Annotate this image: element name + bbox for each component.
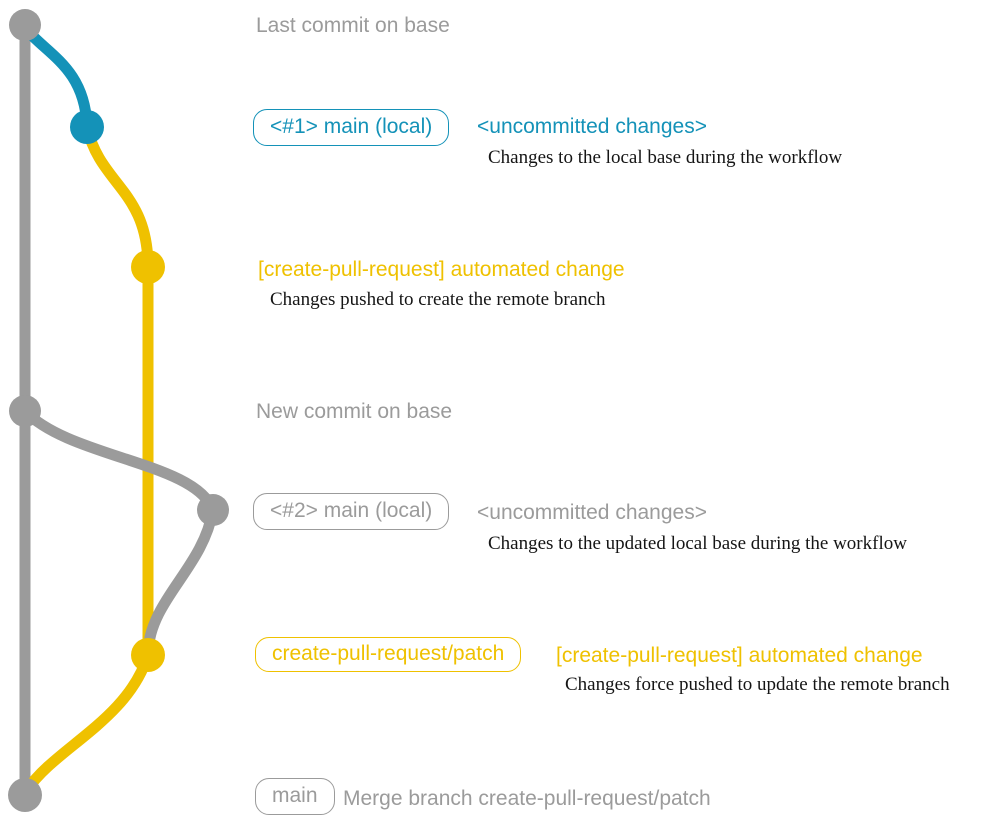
branch-curve-patch2-to-merge <box>21 649 154 796</box>
commit-dot-patch-1 <box>131 250 165 284</box>
badge-main-local-2: <#2> main (local) <box>253 493 450 530</box>
uncommitted-changes-2-label: <uncommitted changes> <box>477 501 707 524</box>
uncommitted-changes-1-label: <uncommitted changes> <box>477 115 707 138</box>
new-commit-label: New commit on base <box>256 400 453 423</box>
automated-change-2-label: [create-pull-request] automated change <box>556 644 923 667</box>
commit-dot-new-base <box>9 395 41 427</box>
badge-patch-branch: create-pull-request/patch <box>255 637 522 672</box>
uncommitted-changes-1-note: Changes to the local base during the wor… <box>488 147 843 168</box>
automated-change-1-note: Changes pushed to create the remote bran… <box>270 289 606 310</box>
commit-dot-last-base <box>9 9 41 41</box>
commit-dot-main-local-1 <box>70 110 104 144</box>
merge-commit-label: Merge branch create-pull-request/patch <box>343 787 711 810</box>
last-commit-label: Last commit on base <box>256 14 450 37</box>
branch-curve-base-to-main1 <box>19 22 93 131</box>
automated-change-1-label: [create-pull-request] automated change <box>258 258 625 281</box>
commit-dot-merge <box>8 778 42 812</box>
commit-dot-main-local-2 <box>197 494 229 526</box>
branch-curve-main1-to-patch1 <box>81 121 154 273</box>
branch-curve-main2-to-patch2 <box>142 504 219 656</box>
commit-dot-patch-2 <box>131 638 165 672</box>
branch-curve-base-to-main2 <box>19 405 219 516</box>
badge-main-local-1: <#1> main (local) <box>253 109 450 146</box>
commit-graph <box>8 9 229 812</box>
automated-change-2-note: Changes force pushed to update the remot… <box>565 674 950 695</box>
uncommitted-changes-2-note: Changes to the updated local base during… <box>488 533 907 554</box>
badge-main: main <box>255 778 335 815</box>
